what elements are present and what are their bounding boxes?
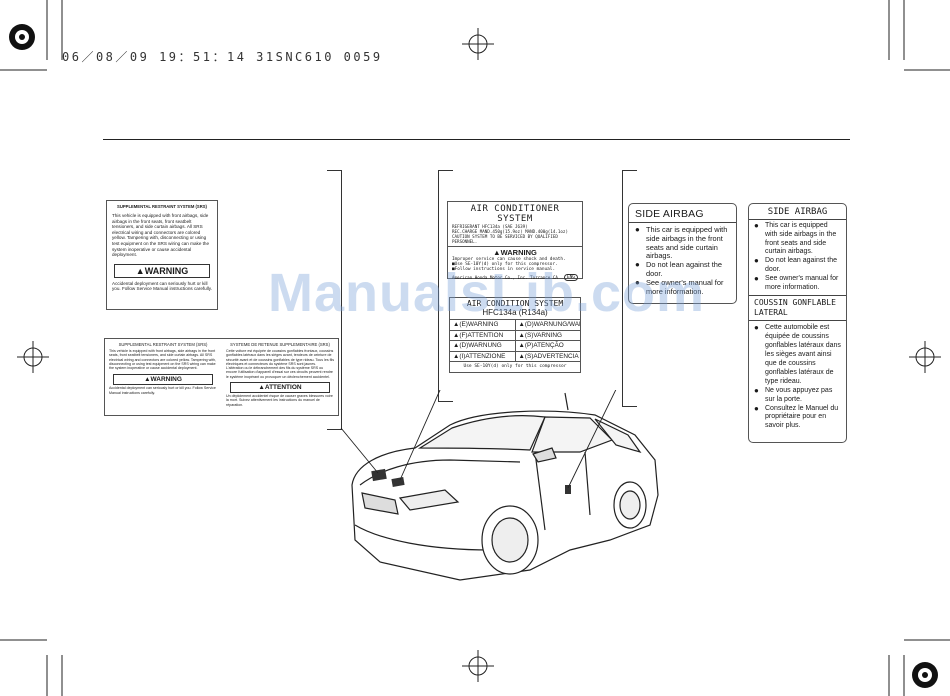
list-item: This car is equipped with side airbags i… xyxy=(754,222,841,257)
ac-multi-cell: ▲(S)VARNING xyxy=(518,331,563,339)
watermark: ManualsLib.com xyxy=(268,263,706,323)
ac-multi-cell: ▲(I)ATTENZIONE xyxy=(450,351,516,361)
ac-multi-label: AIR CONDITION SYSTEM HFC134a (R134a) ▲(E… xyxy=(449,297,581,373)
srs-bi-title-en: SUPPLEMENTAL RESTRAINT SYSTEM (SRS) xyxy=(118,342,208,347)
ac-multi-footer: Use SE-10Y(d) only for this compressor xyxy=(463,364,567,369)
srs-bi-body-en: This vehicle is equipped with front airb… xyxy=(109,349,216,371)
ac-multi-cell: ▲(F)ATTENTION xyxy=(450,330,516,340)
ac-multi-cell: ▲(S)ADVERTENCIA xyxy=(518,352,579,360)
ac-warning: ▲WARNING xyxy=(493,248,537,257)
ac-footer: American Honda Motor Co., Inc. Torrance … xyxy=(452,275,558,280)
ac-multi-cell: ▲(D)WARNUNG/WARNING xyxy=(518,321,581,328)
list-item: This car is equipped with side airbags i… xyxy=(635,225,730,261)
ac-multi-title: AIR CONDITION SYSTEM xyxy=(466,299,564,308)
side-airbag-label-bilingual: SIDE AIRBAG This car is equipped with si… xyxy=(748,203,847,443)
srs-bi-title-fr: SYSTEME DE RETENUE SUPPLEMENTAIRE (SRS) xyxy=(230,342,330,347)
ac-title: AIR CONDITIONER SYSTEM xyxy=(470,204,560,224)
side-airbag-list: This car is equipped with side airbags i… xyxy=(635,225,730,297)
car-illustration xyxy=(340,390,659,581)
srs-bi-attention-text: Un déploiement accidentel risque de caus… xyxy=(226,394,333,407)
right-bracket xyxy=(622,170,637,407)
list-item: Cette automobile est équipée de coussins… xyxy=(754,324,841,386)
ac-multi-cell: ▲(D)WARNUNG xyxy=(450,341,516,351)
ac-line1: REFRIGERANT HFC134a (SAE J639) xyxy=(452,224,528,229)
list-item: Consultez le Manuel du propriétaire pour… xyxy=(754,405,841,432)
ac-multi-row: ▲(I)ATTENZIONE▲(S)ADVERTENCIA xyxy=(450,351,580,362)
side-airbag-label-en: SIDE AIRBAG This car is equipped with si… xyxy=(628,203,737,304)
ac-multi-row: ▲(E)WARNING▲(D)WARNUNG/WARNING xyxy=(450,320,580,331)
side-airbag-bi-title-fr: COUSSIN GONFLABLE LATERAL xyxy=(749,295,846,322)
srs-label-bilingual: SUPPLEMENTAL RESTRAINT SYSTEM (SRS) This… xyxy=(104,338,339,416)
list-item: See owner's manual for more information. xyxy=(754,275,841,293)
list-item: Do not lean against the door. xyxy=(754,257,841,275)
ac-label: AIR CONDITIONER SYSTEM REFRIGERANT HFC13… xyxy=(447,201,583,281)
ac-badge: ENG xyxy=(563,274,578,281)
header-rule xyxy=(103,139,850,140)
side-airbag-bi-title: SIDE AIRBAG xyxy=(749,207,846,220)
srs-warning-text: Accidental deployment can seriously hurt… xyxy=(112,280,212,292)
ac-multi-row: ▲(F)ATTENTION▲(S)VARNING xyxy=(450,330,580,341)
ac-multi-subtitle: HFC134a (R134a) xyxy=(482,308,548,317)
ac-multi-row: ▲(D)WARNUNG▲(P)ATENÇÃO xyxy=(450,341,580,352)
srs-bi-warning-text: Accidental deployment can seriously hurt… xyxy=(109,386,216,395)
srs-warning: ▲WARNING xyxy=(114,263,210,278)
print-header: 06／08／09 19：51：14 31SNC610 0059 xyxy=(62,50,383,64)
side-airbag-bi-list-en: This car is equipped with side airbags i… xyxy=(754,222,841,292)
list-item: Do not lean against the door. xyxy=(635,260,730,279)
left-bracket xyxy=(327,170,342,430)
center-bracket xyxy=(438,170,453,402)
side-airbag-title: SIDE AIRBAG xyxy=(629,208,736,223)
ac-w2: ■Use SE-10Y(d) only for this compressor. xyxy=(452,262,558,267)
srs-bi-attention: ▲ATTENTION xyxy=(230,382,330,394)
ac-w1: Improper service can cause shock and dea… xyxy=(452,257,566,262)
ac-w3: ■Follow instructions in service manual. xyxy=(452,267,556,272)
srs-bi-body-fr: Cette voiture est équipée de coussins go… xyxy=(226,349,335,379)
srs-title: SUPPLEMENTAL RESTRAINT SYSTEM (SRS) xyxy=(117,204,207,209)
list-item: See owner's manual for more information. xyxy=(635,278,730,297)
srs-bi-warning: ▲WARNING xyxy=(113,374,213,386)
side-airbag-bi-list-fr: Cette automobile est équipée de coussins… xyxy=(754,324,841,431)
ac-line2: REC.CHARGE MAND.450g(15.9oz) MAND.400g(1… xyxy=(452,229,568,234)
ac-multi-grid: ▲(E)WARNING▲(D)WARNUNG/WARNING▲(F)ATTENT… xyxy=(450,319,580,362)
ac-multi-cell: ▲(P)ATENÇÃO xyxy=(518,342,564,349)
ac-multi-cell: ▲(E)WARNING xyxy=(450,320,516,330)
list-item: Ne vous appuyez pas sur la porte. xyxy=(754,387,841,405)
srs-label-en: SUPPLEMENTAL RESTRAINT SYSTEM (SRS) This… xyxy=(106,200,218,310)
srs-body: This vehicle is equipped with front airb… xyxy=(112,213,210,258)
ac-line3: CAUTION SYSTEM TO BE SERVICED BY QUALIFI… xyxy=(452,234,558,244)
